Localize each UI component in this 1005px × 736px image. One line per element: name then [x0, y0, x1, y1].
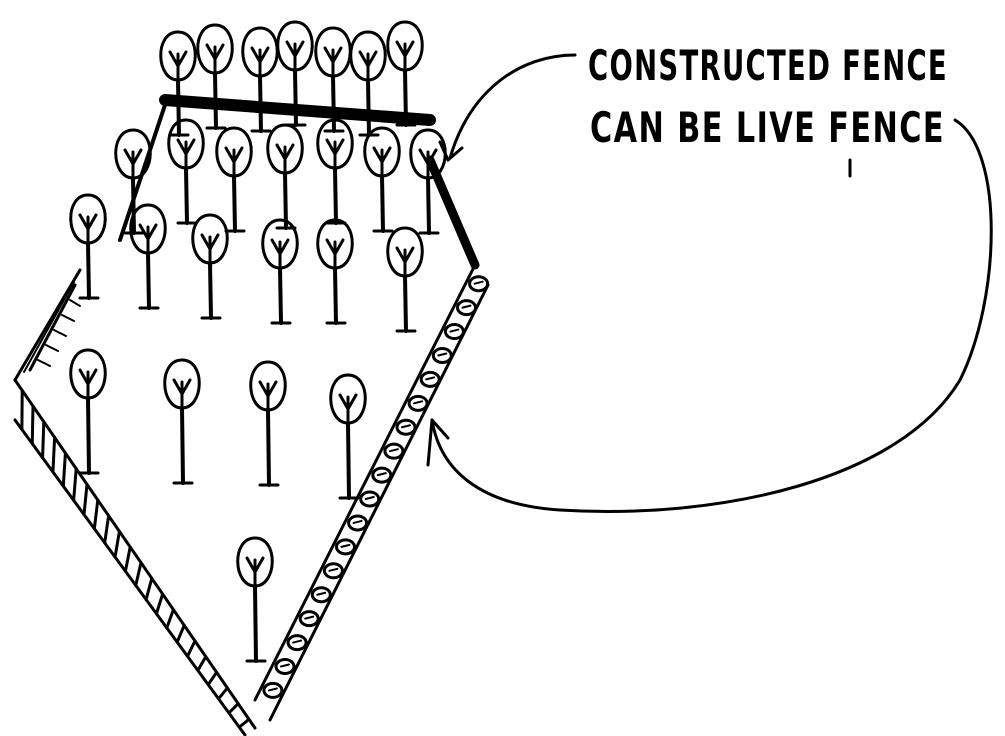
shrub-icon — [335, 538, 356, 556]
fence-tie — [82, 482, 89, 516]
shrub-icon — [431, 346, 453, 364]
fence-tie — [237, 717, 251, 729]
tree-icon — [316, 218, 354, 325]
tree-icon — [196, 23, 234, 130]
tree-icon — [114, 128, 152, 235]
tree-icon — [241, 26, 279, 133]
tree-icon — [363, 126, 401, 233]
shrub-icon — [347, 514, 369, 532]
tree-icon — [386, 226, 424, 333]
shrub-icon — [359, 490, 381, 508]
tree-icon — [163, 358, 201, 485]
fence-tie — [41, 420, 46, 460]
tree-icon — [329, 373, 367, 500]
tree-icon — [215, 126, 253, 233]
shrub-icon — [322, 562, 344, 580]
fence-tie — [227, 702, 240, 715]
fence-tie — [30, 404, 35, 446]
annotation: CONSTRUCTED FENCE CAN BE LIVE FENCE — [588, 41, 948, 152]
shrub-icon — [456, 299, 477, 317]
shrub-icon — [419, 370, 441, 388]
tree-icon — [314, 26, 352, 133]
tree-icon — [167, 118, 205, 225]
annotation-line1: CONSTRUCTED FENCE — [588, 41, 948, 90]
annotation-line2: CAN BE LIVE FENCE — [590, 103, 945, 152]
tree-icon — [316, 118, 354, 225]
fence-tie — [196, 655, 208, 672]
tree-icon — [261, 218, 299, 325]
shrub-icon — [371, 466, 393, 484]
arrow-to-constructed-fence — [438, 53, 577, 162]
constructed-fence — [20, 388, 251, 729]
arrow-icon — [438, 140, 464, 162]
fence-tie — [165, 608, 175, 630]
shrub-icon — [395, 418, 417, 436]
live-fence — [262, 275, 490, 699]
tree-icon — [69, 348, 107, 475]
fence-tie — [61, 451, 67, 488]
shrub-icon — [286, 634, 308, 652]
arrow-icon — [426, 418, 450, 467]
tree-icon — [249, 360, 287, 487]
fence-tie — [123, 545, 132, 573]
shrub-icon — [262, 681, 284, 699]
fence-tie — [175, 623, 186, 644]
fence-tie — [103, 514, 111, 545]
fence-tie — [113, 529, 121, 559]
fence-tie — [217, 686, 229, 701]
shrub-icon — [310, 586, 332, 604]
tree-icon — [266, 123, 304, 230]
fence-tie — [144, 576, 154, 602]
fence-tie — [51, 435, 57, 474]
fence-tie — [72, 467, 78, 502]
shrub-icon — [443, 323, 465, 341]
arrow-to-live-fence — [426, 118, 993, 513]
shrub-icon — [298, 610, 320, 628]
fence-tie — [154, 592, 165, 616]
upper-left-fence — [28, 283, 81, 372]
shrub-icon — [383, 442, 405, 460]
tree-icon — [129, 203, 167, 310]
tree-icon — [386, 20, 424, 127]
shrub-icon — [468, 275, 490, 293]
tree-icon — [409, 128, 447, 235]
orchard-trees — [69, 20, 447, 663]
tree-icon — [159, 30, 197, 137]
tree-icon — [69, 193, 107, 300]
fence-tie — [206, 670, 219, 687]
fence-tie — [92, 498, 100, 531]
shrub-icon — [407, 394, 429, 412]
fence-tie — [134, 561, 143, 587]
fence-tie — [186, 639, 197, 658]
shrub-icon — [274, 658, 296, 675]
tree-icon — [191, 213, 229, 320]
tree-icon — [236, 536, 274, 663]
